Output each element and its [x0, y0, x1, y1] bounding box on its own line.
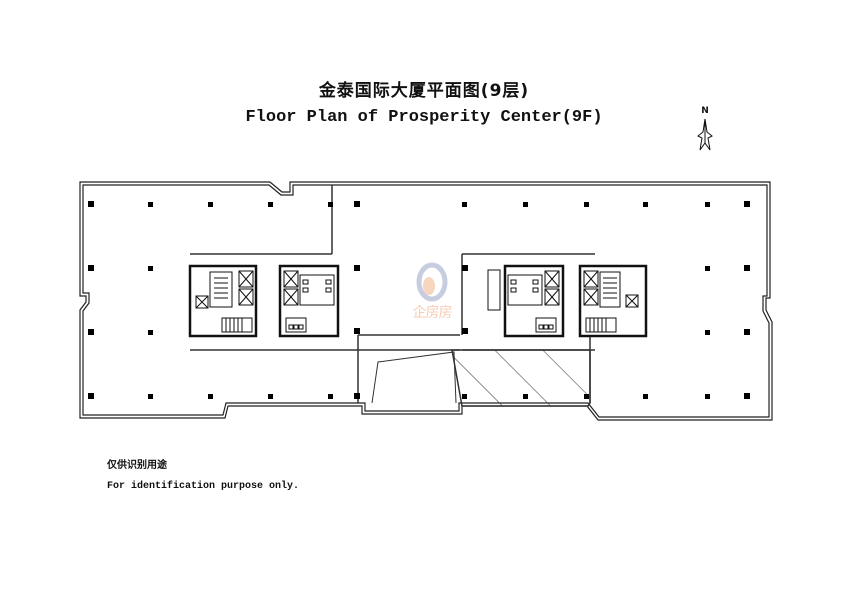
columns: [88, 201, 750, 399]
north-arrow-icon: [697, 118, 713, 151]
title-english: Floor Plan of Prosperity Center(9F): [245, 108, 603, 127]
note-english: For identification purpose only.: [107, 481, 300, 492]
watermark: 企房房: [402, 262, 462, 326]
core-right-toilets: [487, 264, 565, 338]
north-compass: N: [693, 106, 717, 156]
core-left-toilets: [278, 264, 340, 338]
lobby-slant: [371, 351, 457, 404]
title-chinese: 金泰国际大厦平面图(9层): [318, 81, 530, 101]
north-label: N: [701, 106, 709, 116]
hatched-void: [451, 349, 591, 407]
core-left-stair: [188, 264, 258, 338]
note-chinese: 仅供识别用途: [107, 460, 167, 471]
q-logo-icon: [416, 262, 448, 302]
core-right-stair: [578, 264, 648, 338]
watermark-text: 企房房: [412, 305, 453, 321]
